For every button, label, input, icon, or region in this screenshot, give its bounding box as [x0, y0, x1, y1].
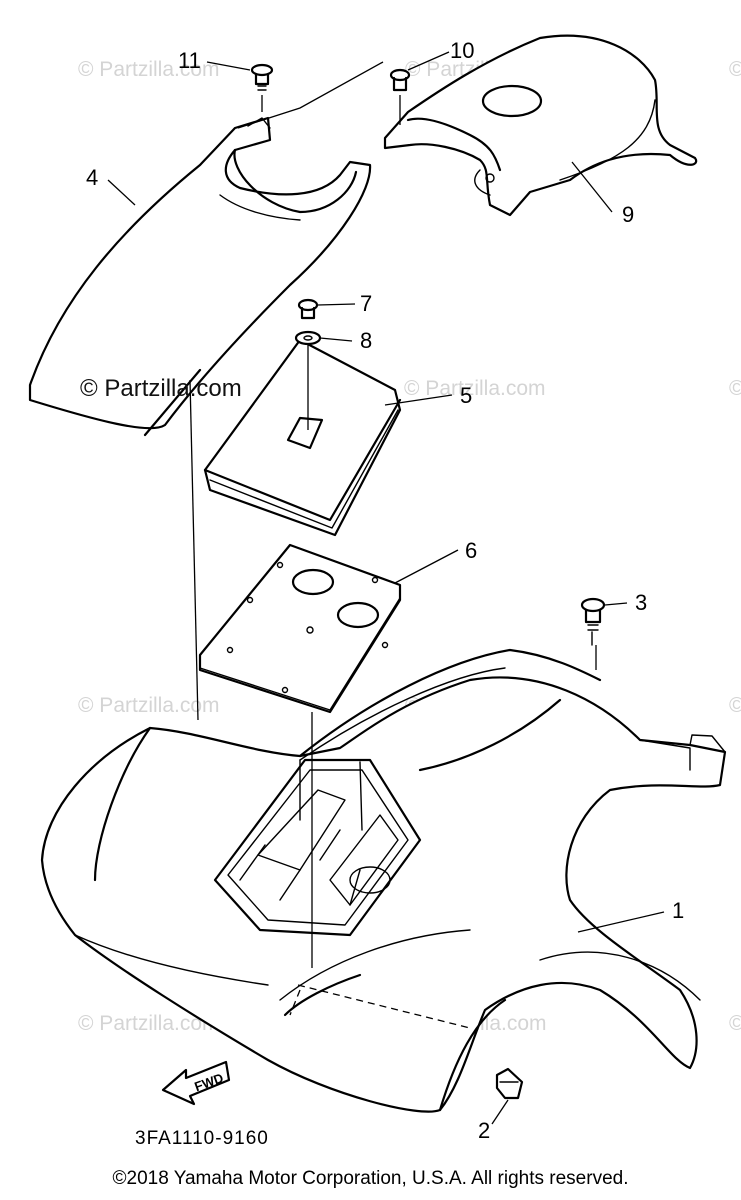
bolt-10-drawing: [389, 68, 411, 92]
exploded-parts-diagram: © Partzilla.com © Partzilla.com © Partzi…: [28, 34, 741, 1149]
bolt-3-drawing: [580, 597, 606, 646]
watermark: © Partzilla.com: [404, 377, 546, 400]
callout-labels: 11 10 4 9 7 8 5 6 3 1 2: [86, 38, 684, 1143]
bolt-11-drawing: [250, 63, 274, 91]
callout-9: 9: [622, 202, 634, 227]
drawing-code: 3FA1110-9160: [135, 1128, 269, 1149]
screw-7-drawing: [297, 298, 319, 320]
callout-1: 1: [672, 898, 684, 923]
callout-5: 5: [460, 383, 472, 408]
callout-3: 3: [635, 590, 647, 615]
watermark: © Partzilla.com: [78, 58, 220, 81]
watermark: © Partzilla.com: [729, 377, 741, 400]
bolt-2-drawing: [495, 1067, 524, 1100]
alignment-lines: [189, 61, 597, 1029]
part-flap-right: [383, 34, 698, 217]
callout-leaders: [107, 51, 665, 1125]
watermark: © Partzilla.com: [78, 694, 220, 717]
washer-8-drawing: [294, 330, 322, 346]
copyright-notice: ©2018 Yamaha Motor Corporation, U.S.A. A…: [112, 1168, 629, 1189]
watermark: © Partzilla.com: [78, 1012, 220, 1035]
part-flap-left: [28, 116, 372, 437]
callout-6: 6: [465, 538, 477, 563]
watermark: © Partzilla.com: [729, 58, 741, 81]
forward-direction-arrow: FWD: [161, 1060, 231, 1106]
callout-2: 2: [478, 1118, 490, 1143]
part-rear-fender: [40, 648, 727, 1113]
watermark: © Partzilla.com: [729, 694, 741, 717]
callout-11: 11: [178, 48, 201, 73]
part-box-cover: [203, 338, 402, 537]
watermark: © Partzilla.com: [729, 1012, 741, 1035]
callout-4: 4: [86, 165, 98, 190]
callout-7: 7: [360, 291, 372, 316]
watermark-primary: © Partzilla.com: [80, 375, 242, 402]
part-box-plate: [198, 543, 402, 714]
callout-10: 10: [450, 38, 474, 63]
callout-8: 8: [360, 328, 372, 353]
